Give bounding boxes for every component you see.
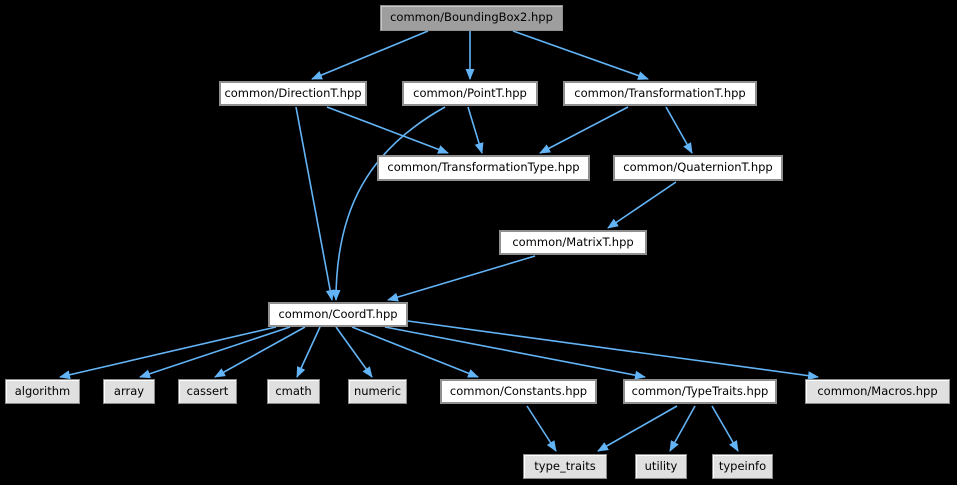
edge-coord-t-to-numeric: [335, 326, 373, 378]
node-label: common/PointT.hpp: [413, 85, 527, 100]
edge-point-t-to-transformation-type: [467, 106, 484, 154]
node-label: common/TransformationType.hpp: [387, 160, 580, 175]
node-cassert: cassert: [178, 379, 237, 404]
node-coord-t[interactable]: common/CoordT.hpp: [268, 302, 408, 327]
node-point-t[interactable]: common/PointT.hpp: [402, 81, 538, 106]
edge-coord-t-to-cmath: [296, 326, 321, 378]
node-label: typeinfo: [718, 458, 767, 473]
node-type-traits-hpp[interactable]: common/TypeTraits.hpp: [623, 379, 777, 404]
node-label: type_traits: [534, 458, 596, 473]
edge-constants-to-type-traits-std: [526, 405, 557, 452]
node-label: utility: [644, 458, 678, 473]
edge-type-traits-hpp-to-utility: [669, 405, 696, 452]
node-label: array: [113, 383, 145, 398]
edge-transformation-t-to-quaternion-t: [665, 106, 693, 154]
node-bounding-box2: common/BoundingBox2.hpp: [380, 5, 563, 31]
node-label: algorithm: [14, 383, 71, 398]
node-label: cmath: [275, 383, 312, 398]
node-typeinfo: typeinfo: [712, 454, 773, 479]
node-label: common/TransformationT.hpp: [574, 85, 746, 100]
node-algorithm: algorithm: [5, 379, 80, 404]
node-macros[interactable]: common/Macros.hpp: [805, 379, 950, 404]
node-direction-t[interactable]: common/DirectionT.hpp: [219, 81, 367, 106]
node-matrix-t[interactable]: common/MatrixT.hpp: [499, 230, 647, 255]
node-label: common/CoordT.hpp: [278, 306, 398, 321]
node-label: common/DirectionT.hpp: [224, 85, 362, 100]
edge-point-t-to-coord-t: [331, 106, 446, 301]
edge-type-traits-hpp-to-typeinfo: [711, 405, 739, 452]
node-label: common/Constants.hpp: [449, 383, 588, 398]
node-transformation-type[interactable]: common/TransformationType.hpp: [377, 155, 590, 181]
edge-coord-t-to-cassert: [214, 326, 306, 378]
edge-transformation-t-to-transformation-type: [539, 106, 629, 154]
node-quaternion-t[interactable]: common/QuaternionT.hpp: [613, 155, 783, 181]
node-utility: utility: [635, 454, 687, 479]
edge-coord-t-to-macros: [407, 320, 819, 381]
edge-coord-t-to-constants: [351, 326, 479, 378]
edge-direction-t-to-coord-t: [295, 106, 335, 301]
edge-type-traits-hpp-to-type-traits-std: [597, 405, 678, 452]
node-label: common/TypeTraits.hpp: [631, 383, 769, 398]
edge-coord-t-to-algorithm: [59, 326, 277, 380]
edge-matrix-t-to-coord-t: [387, 255, 536, 302]
edge-quaternion-t-to-matrix-t: [607, 181, 677, 229]
node-label: common/BoundingBox2.hpp: [390, 10, 553, 25]
node-label: common/MatrixT.hpp: [512, 234, 634, 249]
edge-direction-t-to-transformation-type: [326, 106, 449, 154]
edge-coord-t-to-type-traits-hpp: [384, 326, 646, 380]
node-numeric: numeric: [348, 379, 407, 404]
node-array: array: [103, 379, 155, 404]
node-transformation-t[interactable]: common/TransformationT.hpp: [563, 81, 757, 106]
edge-bounding-box2-to-direction-t: [311, 30, 429, 80]
node-label: cassert: [186, 383, 229, 398]
node-type-traits-std: type_traits: [523, 454, 607, 479]
node-label: common/Macros.hpp: [817, 383, 938, 398]
node-cmath: cmath: [267, 379, 320, 404]
node-label: numeric: [353, 383, 402, 398]
node-constants[interactable]: common/Constants.hpp: [440, 379, 597, 404]
node-label: common/QuaternionT.hpp: [623, 160, 773, 175]
edge-bounding-box2-to-transformation-t: [512, 30, 649, 80]
edge-coord-t-to-array: [139, 326, 291, 379]
